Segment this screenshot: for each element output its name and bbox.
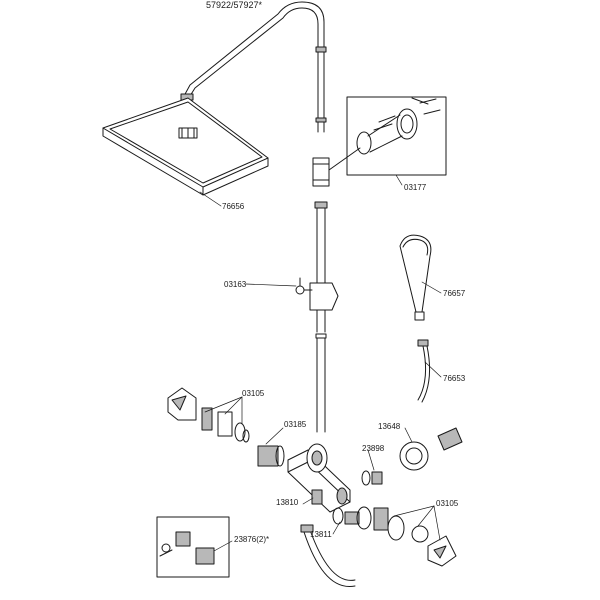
shower-arm-drawing (180, 1, 325, 101)
part-label-shower-hose: 76653 (443, 374, 466, 383)
leader-76656 (199, 191, 222, 207)
right-handle-drawing (356, 506, 457, 567)
leader-76657 (421, 281, 442, 294)
part-label-diverter: 13811 (310, 530, 332, 539)
model-number: 57922/57927* (206, 0, 263, 10)
check-valve-inset-drawing (156, 516, 230, 578)
part-label-hand-shower: 76657 (443, 289, 466, 298)
hand-shower-drawing (399, 234, 432, 321)
leader-23898 (367, 449, 375, 471)
leader-13648 (404, 427, 413, 443)
check-valve-drawing (361, 470, 383, 486)
part-label-cartridge: 03185 (284, 420, 307, 429)
leader-lines (199, 174, 442, 552)
leader-13811 (332, 521, 341, 535)
head-shower-drawing (102, 97, 269, 196)
wall-bracket-inset-drawing (328, 96, 447, 176)
part-label-wall-bracket: 03177 (404, 183, 427, 192)
mixer-body-drawing (287, 443, 351, 513)
leader-03185 (265, 427, 284, 445)
left-handle-drawing (167, 387, 250, 443)
leader-76653 (424, 361, 442, 378)
part-label-riser-rail: 03163 (224, 280, 247, 289)
leader-13810 (302, 497, 314, 505)
leader-03105-left-b (224, 396, 243, 415)
leader-03105-left-a (204, 396, 243, 413)
part-label-check-valve-inset: 23876(2)* (234, 535, 270, 544)
leader-03105-right-b (417, 505, 435, 527)
part-label-handle-set-left: 03105 (242, 389, 265, 398)
part-label-handle-set-right: 03105 (436, 499, 459, 508)
part-label-head-shower: 76656 (222, 202, 245, 211)
leader-03177 (395, 174, 403, 186)
part-label-check-valve: 23898 (362, 444, 385, 453)
leader-23876 (213, 540, 233, 552)
part-label-aerator: 13810 (276, 498, 299, 507)
leader-03105-right-c (433, 505, 441, 541)
escutcheon-drawing (399, 427, 463, 471)
part-label-escutcheon: 13648 (378, 422, 401, 431)
diverter-drawing (332, 507, 360, 525)
leader-03163 (245, 283, 297, 287)
riser-pipe-drawing (295, 46, 339, 433)
shower-hose-drawing (300, 339, 431, 588)
aerator-drawing (311, 489, 323, 505)
left-cartridge-drawing (257, 445, 285, 467)
leader-03105-right-a (393, 505, 435, 517)
